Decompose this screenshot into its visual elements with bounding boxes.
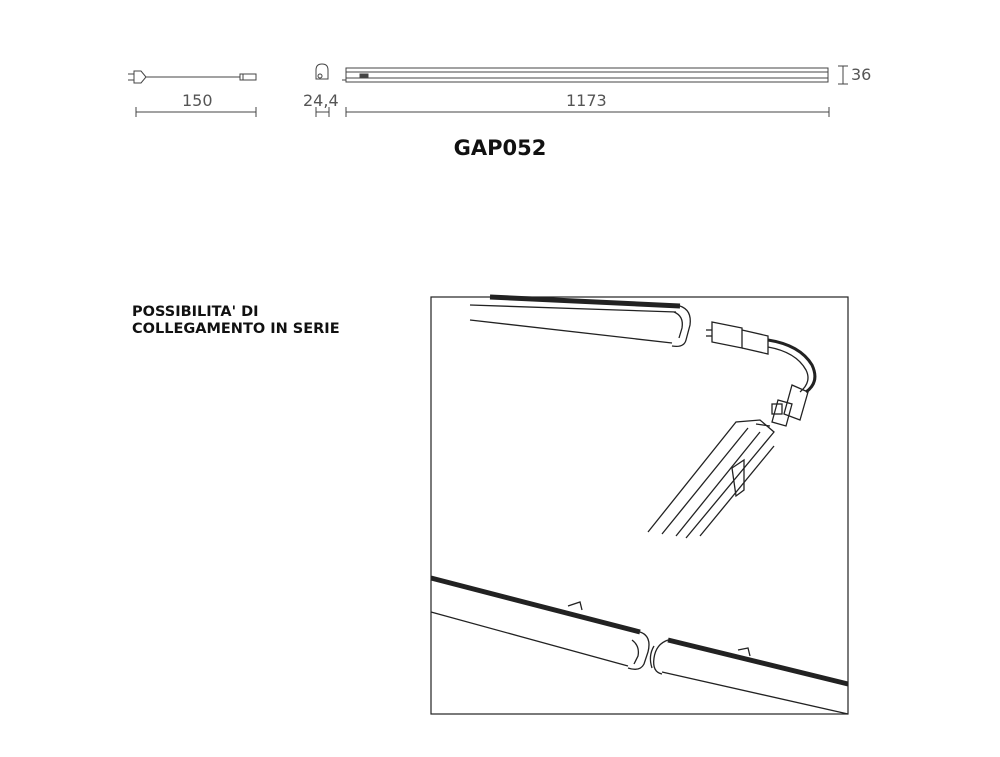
plug-cable-icon xyxy=(128,70,257,84)
cable-dimension-line xyxy=(135,107,257,117)
series-connection-caption: POSSIBILITA' DI COLLEGAMENTO IN SERIE xyxy=(132,304,340,338)
series-connection-illustration xyxy=(430,294,849,715)
connector-cable xyxy=(706,321,817,427)
profile-perspective xyxy=(647,419,775,539)
product-code: GAP052 xyxy=(453,136,547,160)
profile-bottom-right xyxy=(649,637,849,715)
bar-length-label: 1173 xyxy=(566,91,607,110)
height-label: 36 xyxy=(851,65,872,84)
end-cap-icon xyxy=(315,63,329,80)
end-cap-dimension-line xyxy=(315,107,330,117)
cable-length-label: 150 xyxy=(182,91,213,110)
profile-bottom-left xyxy=(430,575,650,670)
height-dimension-line xyxy=(838,65,848,85)
bar-dimension-line xyxy=(345,107,830,117)
end-cap-width-label: 24,4 xyxy=(303,91,339,110)
profile-top xyxy=(469,294,691,348)
light-bar-side-view xyxy=(342,67,829,83)
caption-line-2: COLLEGAMENTO IN SERIE xyxy=(132,321,340,337)
caption-line-1: POSSIBILITA' DI xyxy=(132,304,259,320)
